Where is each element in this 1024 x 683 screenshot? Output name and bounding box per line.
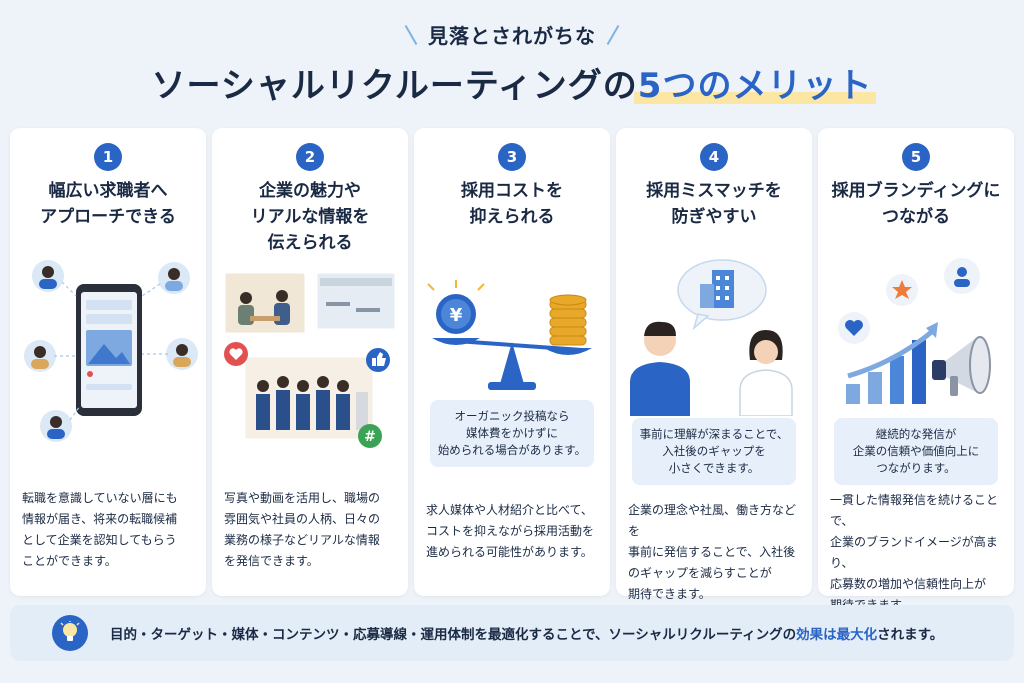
merit-card-2: 2 企業の魅力や リアルな情報を 伝えられる (212, 128, 408, 596)
person-avatar (40, 410, 72, 442)
card-description: 写真や動画を活用し、職場の 雰囲気や社員の人柄、日々の 業務の様子などリアルな情… (224, 491, 381, 568)
heart-icon (224, 342, 248, 366)
card-title: 幅広い求職者へ アプローチできる (40, 181, 176, 227)
card-number: 1 (94, 143, 122, 171)
merit-cards: 1 幅広い求職者へ アプローチできる 転職を意識していない層にも 情報が届き、将… (10, 128, 1014, 612)
decor-slash-right (606, 24, 620, 45)
yen-coin-icon: ¥ (427, 280, 485, 334)
woman-thinking (739, 330, 793, 417)
megaphone-icon (932, 336, 991, 396)
card-number: 5 (902, 143, 930, 171)
card-description: 求人媒体や人材紹介と比べて、 コストを抑えながら採用活動を 進められる可能性があ… (426, 503, 595, 559)
subtitle-row: 見落とされがちな (0, 20, 1024, 49)
card-title: 企業の魅力や リアルな情報を 伝えられる (250, 181, 370, 253)
card-title: 採用コストを 抑えられる (461, 181, 563, 227)
heart-icon (838, 312, 870, 344)
card-number: 2 (296, 143, 324, 171)
building-icon (700, 270, 734, 308)
footer-text-before: 目的・ターゲット・媒体・コンテンツ・応募導線・運用体制を最適化することで、ソーシ… (110, 627, 797, 643)
merit-card-4: 4 採用ミスマッチを 防ぎやすい 事前に理解が深まることで、 (616, 128, 812, 601)
like-icon (366, 348, 390, 372)
person-avatar (166, 338, 198, 370)
footer-text: 目的・ターゲット・媒体・コンテンツ・応募導線・運用体制を最適化することで、ソーシ… (110, 623, 943, 643)
lightbulb-icon (52, 615, 88, 651)
card-title: 採用ミスマッチを 防ぎやすい (646, 181, 782, 227)
user-icon (944, 258, 980, 294)
card-description: 企業の理念や社風、働き方などを 事前に発信することで、入社後 のギャップを減らす… (628, 503, 797, 601)
header: 見落とされがちな ソーシャルリクルーティングの5つのメリット (0, 0, 1024, 120)
branding-growth-illustration (826, 252, 1006, 412)
card-note: 事前に理解が深まることで、 入社後のギャップを 小さくできます。 (632, 418, 796, 485)
subtitle: 見落とされがちな (428, 24, 596, 48)
title-main: ソーシャルリクルーティングの (151, 66, 638, 106)
card-note: 継続的な発信が 企業の信頼や価値向上に つながります。 (834, 418, 998, 485)
merit-card-5: 5 採用ブランディングに つながる 継続的な発信が (818, 128, 1014, 612)
star-icon (886, 274, 918, 306)
person-avatar (32, 260, 64, 292)
workplace-photos-illustration: # (220, 268, 400, 458)
card-title: 採用ブランディングに つながる (831, 181, 1001, 227)
hashtag-icon: # (358, 424, 382, 448)
decor-slash-left (404, 24, 418, 45)
page-title: ソーシャルリクルーティングの5つのメリット (0, 58, 1024, 107)
smartphone-network-illustration (18, 256, 198, 446)
card-number: 3 (498, 143, 526, 171)
footer-text-after: されます。 (877, 627, 944, 643)
svg-text:¥: ¥ (450, 305, 463, 326)
merit-card-3: 3 採用コストを 抑えられる ¥ オーガニック投稿なら 媒体費をか (414, 128, 610, 596)
merit-card-1: 1 幅広い求職者へ アプローチできる 転職を意識していない層にも 情報が届き、将… (10, 128, 206, 596)
coin-stack-icon (549, 294, 587, 346)
person-avatar (158, 262, 190, 294)
card-description: 転職を意識していない層にも 情報が届き、将来の転職候補 として企業を認知してもら… (22, 491, 178, 568)
card-number: 4 (700, 143, 728, 171)
person-avatar (24, 340, 56, 372)
svg-text:#: # (364, 429, 376, 445)
man-thinking (630, 321, 690, 416)
mutual-understanding-illustration (624, 256, 804, 417)
card-description: 一貫した情報発信を続けることで、 企業のブランドイメージが高まり、 応募数の増加… (830, 493, 999, 612)
balance-scale-illustration: ¥ (422, 278, 602, 398)
title-accent: 5つのメリット (637, 66, 873, 106)
footer-summary: 目的・ターゲット・媒体・コンテンツ・応募導線・運用体制を最適化することで、ソーシ… (10, 605, 1014, 661)
card-note: オーガニック投稿なら 媒体費をかけずに 始められる場合があります。 (430, 400, 594, 467)
footer-text-highlight: 効果は最大化 (796, 627, 878, 643)
